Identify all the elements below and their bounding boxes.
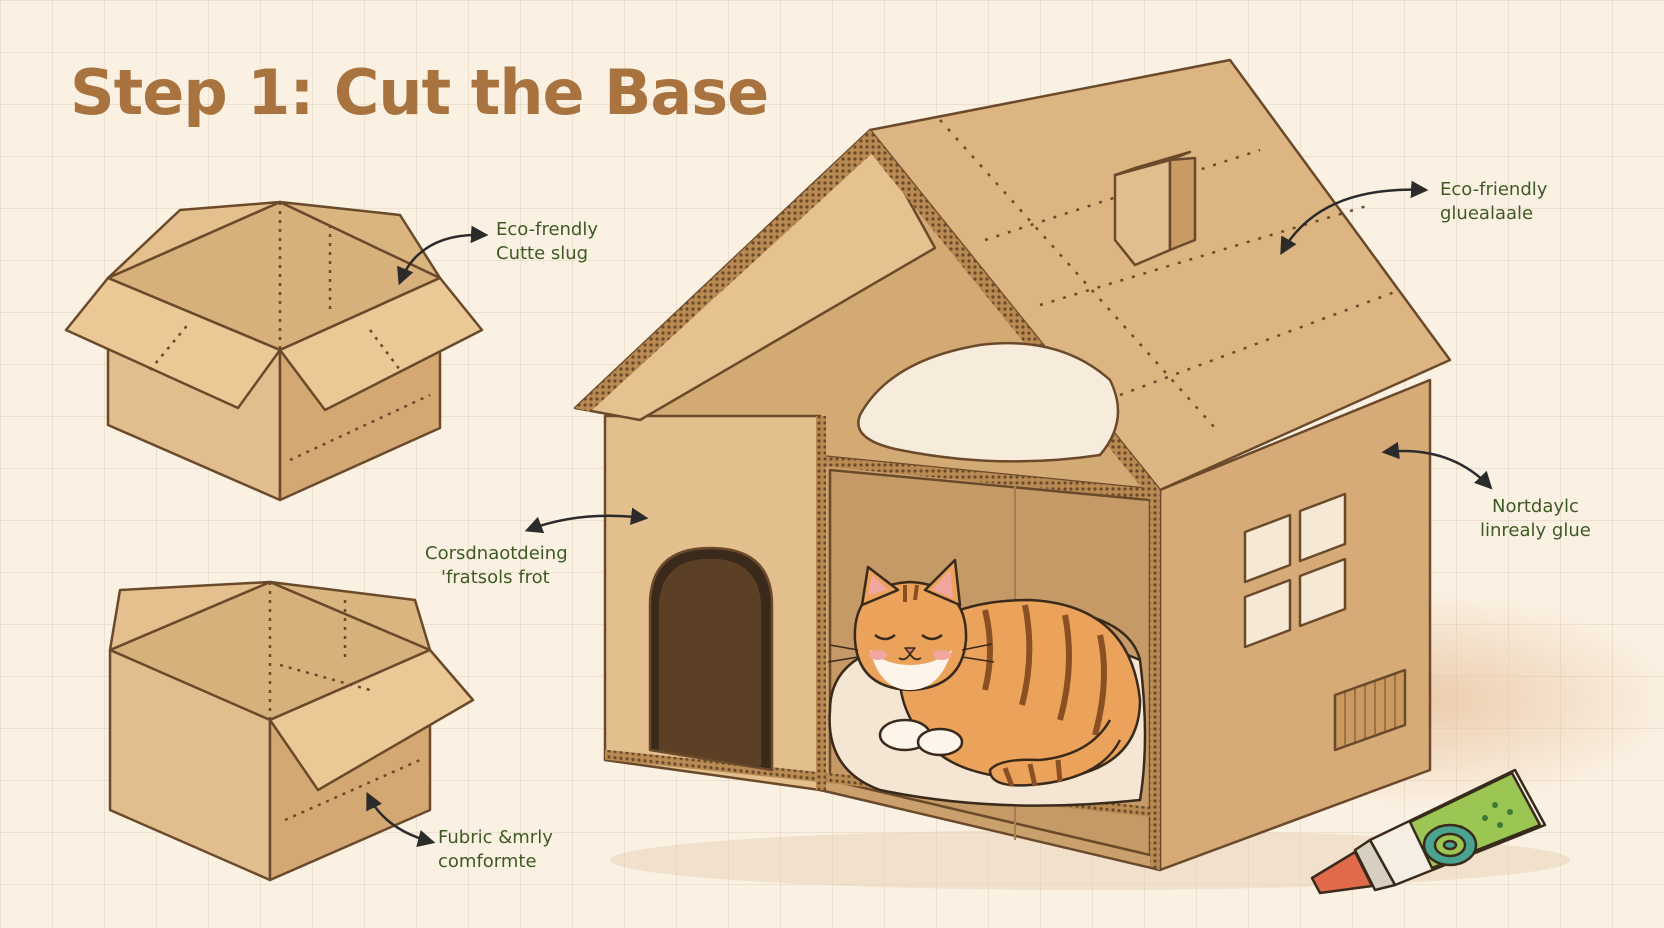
label-line: Fubric &mrly [438,827,553,848]
glue-tube-icon [1310,768,1547,895]
label-line: comformte [438,851,537,872]
label-line: Corsdnaotdeing [425,543,568,564]
house-vent [1333,668,1407,752]
label-line: 'fratsols frot [441,567,550,588]
label-line: Eco-friendly [1440,179,1548,200]
page-title: Step 1: Cut the Base [70,56,769,129]
label-line: gluealaale [1440,203,1534,224]
chimney [1113,150,1197,267]
label-line: Nortdaylc [1492,496,1579,517]
label-line: linrealy glue [1480,520,1591,541]
label-right-wall: Nortdaylc linrealy glue [1480,495,1591,543]
label-bottom-box: Fubric &mrly comformte [438,826,553,874]
curved-arrow-icon [366,180,1493,848]
house-window [1243,492,1347,649]
open-box-icon [108,580,475,882]
label-roof: Eco-friendly gluealaale [1440,178,1547,226]
label-line: Cutte slug [496,243,589,264]
label-front-wall: Corsdnaotdeing 'fratsols frot [425,542,568,590]
label-top-box: Eco-frendly Cutte slug [496,218,598,266]
label-line: Eco-frendly [496,219,599,240]
sleeping-cat-icon [827,558,1147,807]
loft-cushion [857,341,1120,463]
open-box-icon [64,200,484,502]
